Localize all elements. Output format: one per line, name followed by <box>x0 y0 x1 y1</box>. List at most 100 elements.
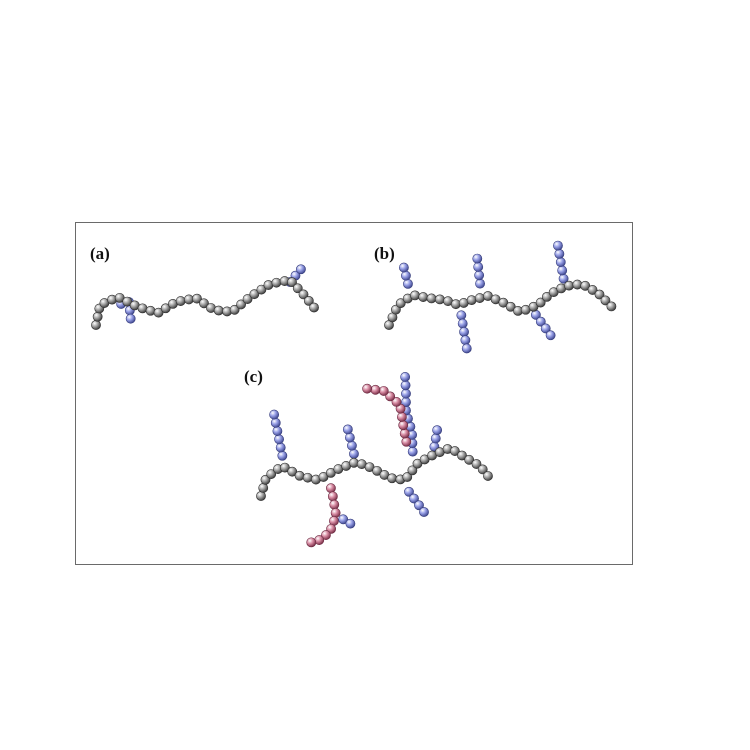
short-branch-bead <box>554 248 565 259</box>
panel-b-short-branched-chain <box>384 240 617 354</box>
backbone-bead <box>266 469 277 479</box>
backbone-bead <box>426 293 437 304</box>
panel-label-a: (a) <box>90 244 110 263</box>
backbone-bead <box>145 305 156 316</box>
backbone-bead <box>410 290 420 301</box>
long-branch-bead <box>401 436 412 447</box>
short-branch-bead <box>473 262 484 272</box>
short-branch-bead <box>342 424 353 435</box>
long-branch-bead <box>370 384 381 395</box>
long-branch-bead <box>399 428 410 439</box>
long-branch-bead <box>326 483 336 494</box>
backbone-bead <box>395 298 406 309</box>
backbone-bead <box>258 483 269 493</box>
short-branch-bead <box>277 450 288 461</box>
long-branch-bead <box>398 420 409 431</box>
long-branch-bead <box>306 537 317 548</box>
short-branch-bead <box>272 426 283 436</box>
backbone-bead <box>91 320 101 330</box>
short-branch-bead <box>407 446 418 457</box>
short-branch-bead <box>403 278 413 289</box>
backbone-bead <box>464 454 475 465</box>
backbone-bead <box>309 302 319 313</box>
short-branch-bead <box>540 323 551 334</box>
short-branch-bead <box>275 442 286 453</box>
short-branch-bead <box>430 433 441 444</box>
backbone-bead <box>587 285 598 295</box>
short-branch-bead <box>557 265 568 276</box>
backbone-bead <box>213 305 224 316</box>
backbone-bead <box>92 311 103 322</box>
short-branch-bead <box>345 518 356 529</box>
backbone-bead <box>402 472 413 482</box>
backbone-bead <box>372 465 383 476</box>
long-branch-bead <box>385 391 396 402</box>
backbone-bead <box>564 280 574 291</box>
short-branch-bead <box>414 500 424 511</box>
backbone-bead <box>303 295 314 306</box>
short-branch-bead <box>457 318 468 329</box>
backbone-bead <box>483 471 493 481</box>
backbone-bead <box>271 277 282 288</box>
short-branch-bead <box>432 425 443 436</box>
short-branch-bead <box>270 417 281 428</box>
backbone-bead <box>242 294 253 304</box>
backbone-bead <box>249 289 260 300</box>
figure-frame <box>75 222 633 565</box>
backbone-bead <box>229 304 240 315</box>
short-branch-bead <box>456 310 467 321</box>
short-branch-bead <box>338 514 349 525</box>
long-branch-bead <box>329 499 340 510</box>
short-branch-bead <box>459 326 469 337</box>
backbone-bead <box>434 294 445 305</box>
short-branch-bead <box>347 440 357 451</box>
short-branch-bead <box>400 380 411 391</box>
short-branch-bead <box>553 240 563 251</box>
backbone-bead <box>160 303 171 314</box>
backbone-bead <box>292 283 303 294</box>
backbone-bead <box>474 293 485 303</box>
long-branch-bead <box>397 412 407 422</box>
short-branch-bead <box>461 343 472 354</box>
short-branch-bead <box>460 335 471 346</box>
backbone-bead <box>541 291 552 302</box>
short-branch-bead <box>401 388 411 399</box>
short-branch-bead <box>274 434 284 445</box>
short-branch-bead <box>409 493 419 504</box>
backbone-bead <box>236 299 246 310</box>
backbone-bead <box>505 301 516 312</box>
backbone-bead <box>449 446 460 456</box>
short-branch-bead <box>269 409 280 420</box>
backbone-bead <box>471 459 482 469</box>
panel-label-c: (c) <box>244 367 263 386</box>
panel-c-long-and-short-branched-chain <box>256 372 493 548</box>
backbone-bead <box>302 472 313 483</box>
long-branch-bead <box>362 383 373 394</box>
backbone-bead <box>594 289 605 300</box>
backbone-bead <box>606 301 617 312</box>
short-branch-bead <box>344 432 355 443</box>
short-branch-bead <box>398 262 409 273</box>
panel-label-b: (b) <box>374 244 395 263</box>
short-branch-bead <box>125 313 136 324</box>
backbone-bead <box>153 307 164 318</box>
short-branch-bead <box>404 486 414 497</box>
backbone-bead <box>287 466 298 477</box>
backbone-bead <box>600 295 611 306</box>
backbone-bead <box>387 473 397 484</box>
backbone-bead <box>477 464 488 475</box>
backbone-bead <box>294 470 305 481</box>
backbone-bead <box>535 297 546 308</box>
backbone-bead <box>184 294 194 305</box>
long-branch-bead <box>391 397 402 407</box>
backbone-bead <box>287 277 297 288</box>
backbone-bead <box>256 284 267 295</box>
backbone-bead <box>418 292 429 302</box>
backbone-bead <box>457 450 467 461</box>
short-branch-bead <box>535 316 546 327</box>
short-branch-bead <box>555 257 566 268</box>
long-branch-bead <box>378 386 389 396</box>
short-branch-bead <box>472 253 483 264</box>
backbone-bead <box>256 491 266 501</box>
